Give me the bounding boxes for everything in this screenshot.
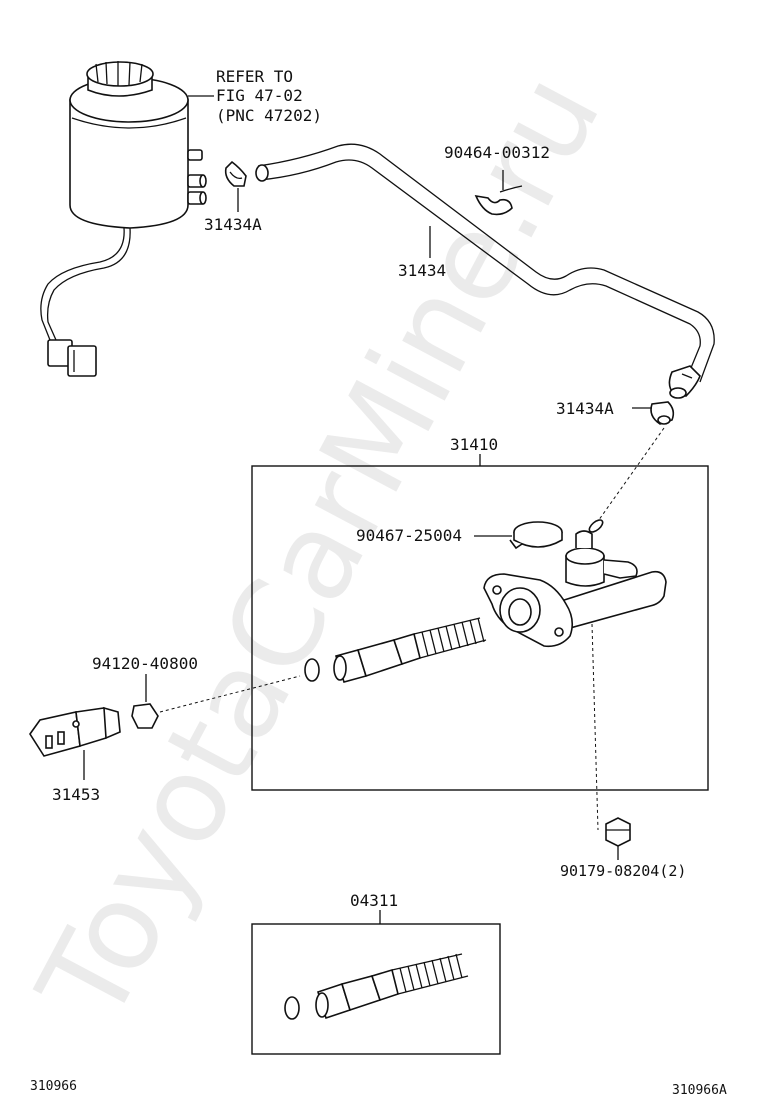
- nut-90179: [605, 817, 631, 847]
- label-31453: 31453: [52, 785, 100, 804]
- master-cylinder-body: [483, 519, 667, 648]
- hose-clip-right: [650, 401, 675, 425]
- refer-label-line2: FIG 47-02: [216, 86, 303, 105]
- label-04311: 04311: [350, 891, 398, 910]
- repair-kit-parts: [284, 953, 469, 1020]
- master-cylinder-assy-box: [251, 465, 709, 791]
- label-90179-08204: 90179-08204(2): [560, 862, 686, 880]
- refer-label-line3: (PNC 47202): [216, 106, 322, 125]
- switch-31453: [29, 706, 121, 757]
- nut-90179-dashed-guide: [591, 623, 599, 831]
- level-sensor-wire: [40, 227, 131, 377]
- clamp-90467: [509, 521, 563, 550]
- label-94120-40800: 94120-40800: [92, 654, 198, 673]
- label-31434A-top: 31434A: [204, 215, 262, 234]
- repair-kit-box: [251, 923, 501, 1055]
- clip-right-dashed-guide: [595, 427, 665, 525]
- label-90467-25004: 90467-25004: [356, 526, 462, 545]
- reservoir-hose: [255, 143, 715, 399]
- hose-clip-top: [224, 160, 247, 187]
- nut-94120: [131, 703, 159, 729]
- label-31410: 31410: [450, 435, 498, 454]
- label-31434A-right: 31434A: [556, 399, 614, 418]
- footer-code-left: 310966: [30, 1079, 77, 1094]
- refer-label-line1: REFER TO: [216, 67, 293, 86]
- label-31434: 31434: [398, 261, 446, 280]
- hose-clip-90464: [474, 185, 523, 216]
- footer-code-right: 310966A: [672, 1083, 727, 1098]
- piston-assembly: [304, 617, 487, 683]
- nut-94120-dashed-guide: [159, 675, 301, 713]
- label-90464-00312: 90464-00312: [444, 143, 550, 162]
- reservoir-tank: [69, 61, 207, 229]
